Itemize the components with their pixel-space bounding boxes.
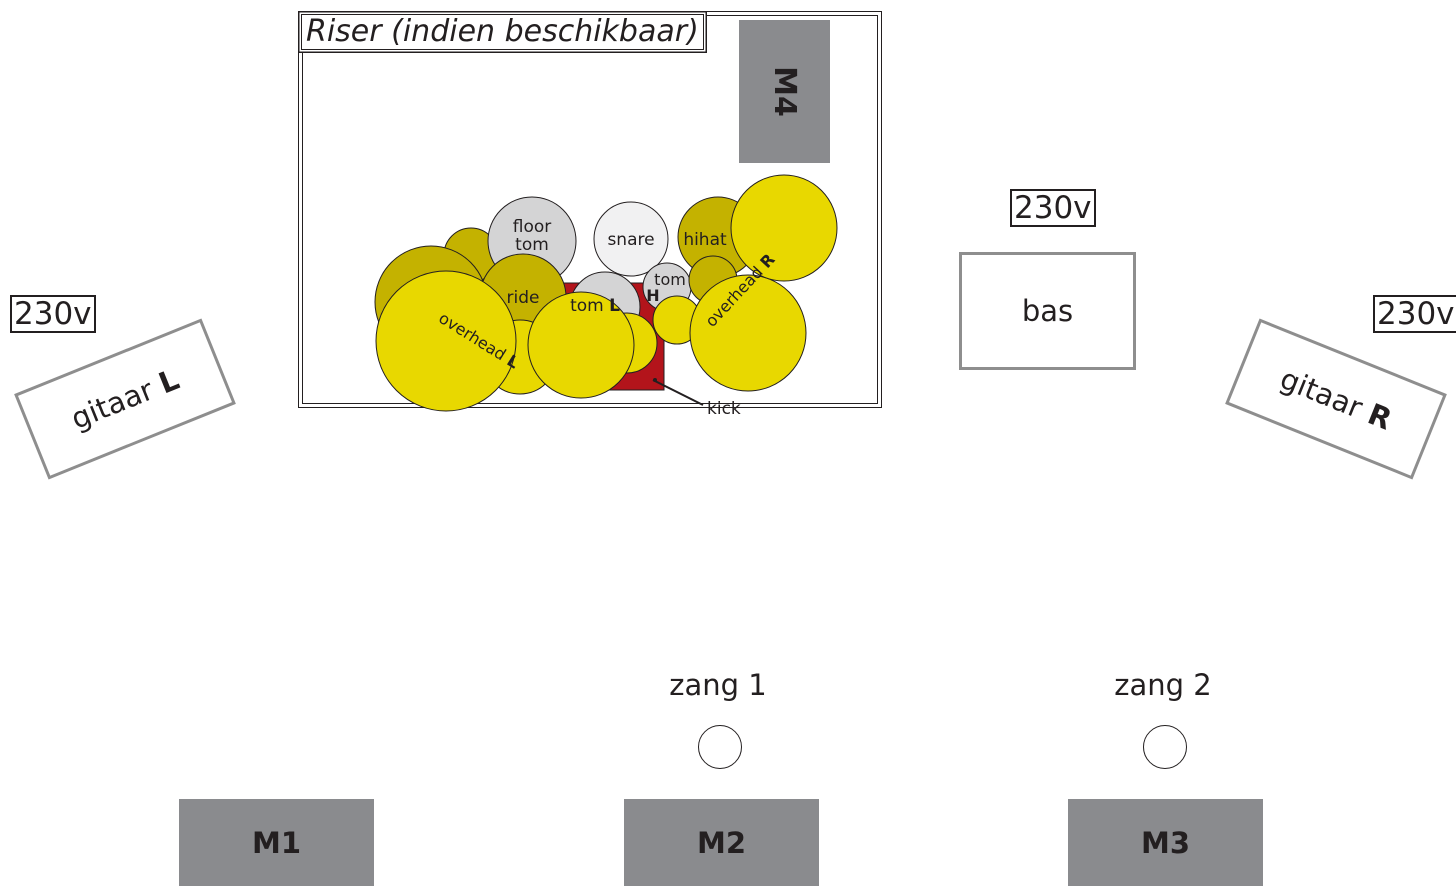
snare-label: snare	[607, 230, 654, 250]
vocal-1-label: zang 1	[669, 668, 767, 702]
tom-high-side: H	[646, 286, 659, 305]
drum-riser: Riser (indien beschikbaar)	[298, 11, 882, 408]
floor-tom-label-2: tom	[515, 235, 549, 255]
monitor-m2: M2	[624, 799, 819, 886]
power-outlet-bass: 230v	[1010, 189, 1096, 227]
kick-pointer-dot	[653, 378, 657, 382]
guitar-amp-left-label: gitaar L	[66, 362, 184, 436]
vocal-2-label: zang 2	[1114, 668, 1212, 702]
kick-pointer	[652, 379, 704, 406]
ride-label: ride	[507, 288, 540, 308]
power-outlet-right: 230v	[1373, 295, 1456, 333]
snare-drum	[593, 201, 669, 277]
bass-amp: bas	[959, 252, 1136, 370]
monitor-m3: M3	[1068, 799, 1263, 886]
monitor-m4: M4	[739, 20, 830, 163]
bass-amp-label: bas	[1021, 294, 1074, 328]
cymbal-crash-right	[689, 274, 807, 392]
overhead-right	[730, 174, 838, 282]
vocal-2-mic	[1143, 725, 1187, 769]
riser-title: Riser (indien beschikbaar)	[301, 14, 704, 50]
hihat-label: hihat	[683, 230, 727, 250]
floor-tom-label-1: floor	[513, 217, 552, 237]
power-outlet-left: 230v	[10, 295, 96, 333]
guitar-amp-right-label: gitaar R	[1275, 361, 1397, 437]
vocal-1-mic	[698, 725, 742, 769]
monitor-m1: M1	[179, 799, 374, 886]
cymbal-bottom-center	[527, 291, 635, 399]
overhead-left	[375, 270, 517, 412]
kick-label: kick	[707, 399, 741, 419]
tom-high-label: tom	[654, 270, 686, 289]
tom-low-label: tom L	[570, 296, 620, 316]
